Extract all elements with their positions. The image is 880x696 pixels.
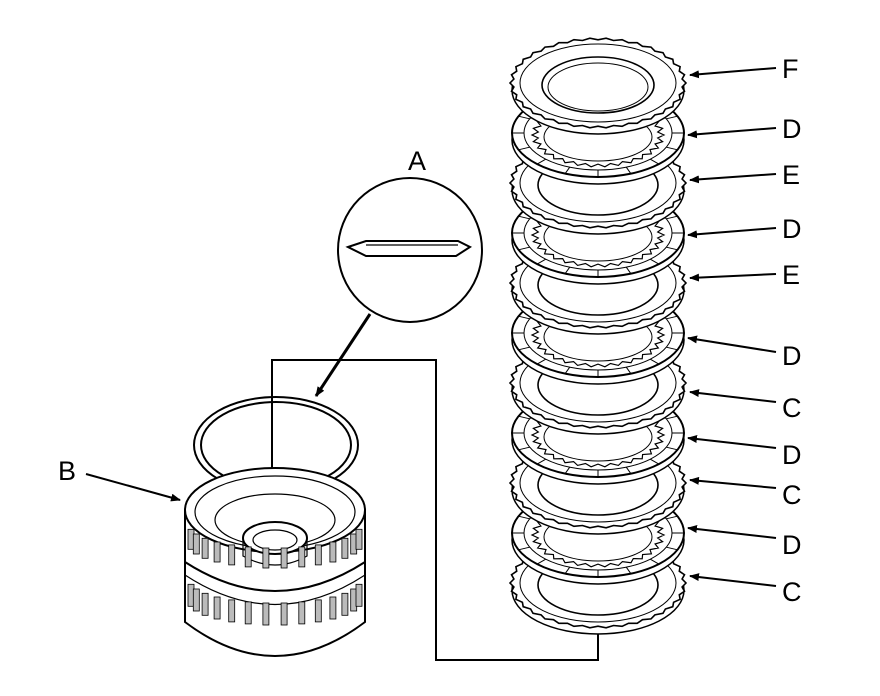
clutch-plate-stack <box>508 37 688 635</box>
drum-spline-window <box>298 601 306 625</box>
detail-arrow <box>314 313 372 397</box>
drum-spline-window <box>355 528 363 550</box>
drum-spline-window <box>314 544 322 566</box>
plate-callouts: F D E D E D C D C D C <box>687 54 802 607</box>
drum-spline-window <box>213 541 221 563</box>
drum-spline-window <box>201 537 209 559</box>
assembly-bracket-line <box>271 359 599 661</box>
plate-f-1 <box>508 37 688 135</box>
drum-spline-window <box>201 592 209 616</box>
drum-spline-window <box>341 592 349 616</box>
drum-spline-window <box>192 533 200 555</box>
label-d-5: D <box>782 530 802 560</box>
label-c-3: C <box>782 577 802 607</box>
label-d-3: D <box>782 341 802 371</box>
label-f: F <box>782 54 799 84</box>
label-d-2: D <box>782 214 802 244</box>
label-e-2: E <box>782 260 800 290</box>
drum-spline-window <box>355 583 363 607</box>
label-c-1: C <box>782 393 802 423</box>
drum-spline-window <box>262 547 270 569</box>
detail-view-a <box>337 177 483 323</box>
drum-spline-window <box>228 544 236 566</box>
drum-spline-window <box>192 588 200 612</box>
drum-spline-window <box>341 537 349 559</box>
label-e-1: E <box>782 160 800 190</box>
drum-spline-window <box>228 599 236 623</box>
drum-spline-window <box>329 541 337 563</box>
label-b: B <box>58 456 76 486</box>
drum-spline-window <box>244 546 252 568</box>
label-d-4: D <box>782 440 802 470</box>
leader-b <box>85 473 181 502</box>
drum-spline-window <box>298 546 306 568</box>
drum-spline-window <box>262 602 270 626</box>
drum-spline-window <box>314 599 322 623</box>
drum-spline-window <box>329 596 337 620</box>
clutch-drum-b <box>184 467 366 657</box>
label-a: A <box>408 146 426 176</box>
drum-spline-window <box>244 601 252 625</box>
label-c-2: C <box>782 480 802 510</box>
drum-spline-window <box>280 547 288 569</box>
label-d-1: D <box>782 114 802 144</box>
drum-spline-window <box>213 596 221 620</box>
drum-spline-window <box>280 602 288 626</box>
